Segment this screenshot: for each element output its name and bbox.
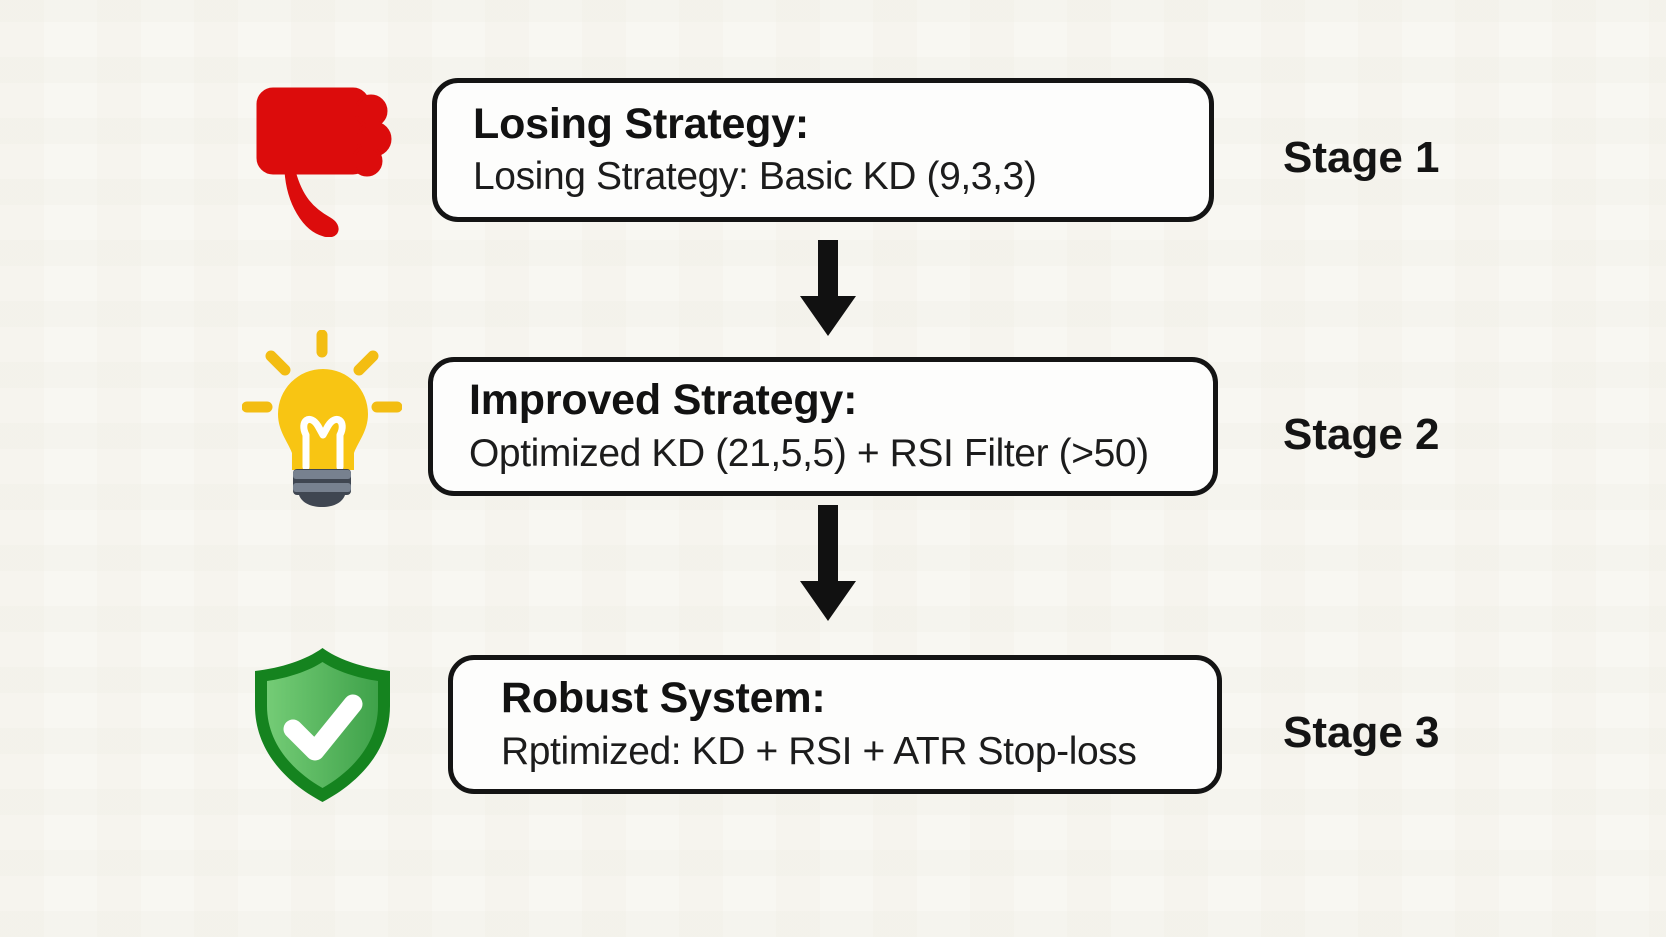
stage-2-label: Stage 2 (1283, 410, 1440, 459)
stage-3-title: Robust System: (501, 674, 826, 723)
stage-2-title: Improved Strategy: (469, 376, 858, 425)
stage-2-box: Improved Strategy: Optimized KD (21,5,5)… (428, 357, 1218, 496)
stage-3-subtitle: Rptimized: KD + RSI + ATR Stop-loss (501, 729, 1137, 773)
thumbs-down-icon (254, 85, 392, 242)
stage-1-subtitle: Losing Strategy: Basic KD (9,3,3) (473, 155, 1037, 199)
stage-1-title: Losing Strategy: (473, 99, 810, 148)
lightbulb-idea-icon (241, 329, 403, 513)
stage-1-label: Stage 1 (1283, 133, 1440, 182)
down-arrow-icon (800, 505, 856, 626)
stage-3-label: Stage 3 (1283, 708, 1440, 757)
stage-2-subtitle: Optimized KD (21,5,5) + RSI Filter (>50) (469, 431, 1149, 475)
stage-3-box: Robust System: Rptimized: KD + RSI + ATR… (448, 655, 1222, 794)
stage-1-box: Losing Strategy: Losing Strategy: Basic … (432, 78, 1214, 222)
down-arrow-icon (800, 240, 856, 341)
shield-check-icon (250, 645, 395, 810)
